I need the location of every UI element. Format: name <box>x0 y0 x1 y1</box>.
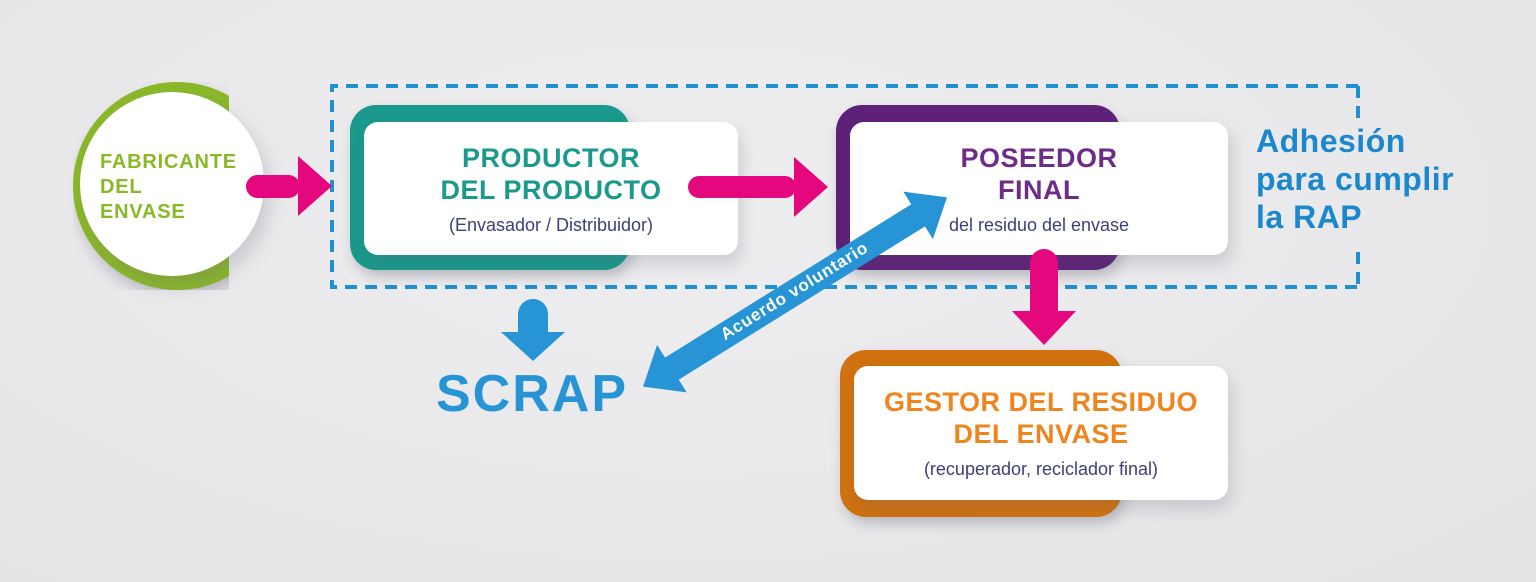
fabricante-line-3: ENVASE <box>100 201 186 223</box>
productor-subtitle: (Envasador / Distribuidor) <box>448 214 654 235</box>
gestor-card: GESTOR DEL RESIDUO DEL ENVASE (recuperad… <box>854 366 1228 500</box>
gestor-title: GESTOR DEL RESIDUO DEL ENVASE <box>884 386 1198 450</box>
arrow-fabricante-to-productor <box>246 175 300 198</box>
arrow-productor-to-poseedor-head-icon <box>794 157 828 217</box>
gestor-title-line-2: DEL ENVASE <box>953 419 1129 449</box>
arrow-productor-to-poseedor <box>688 176 796 198</box>
adhesion-line-2: para cumplir <box>1256 161 1455 197</box>
productor-title: PRODUCTOR DEL PRODUCTO <box>440 142 661 206</box>
fabricante-label: FABRICANTE DEL ENVASE <box>100 150 237 225</box>
productor-card: PRODUCTOR DEL PRODUCTO (Envasador / Dist… <box>364 122 738 255</box>
productor-title-line-1: PRODUCTOR <box>461 142 640 173</box>
fabricante-circle <box>80 92 264 276</box>
arrow-poseedor-to-gestor <box>1030 249 1058 313</box>
poseedor-title-line-2: FINAL <box>998 174 1080 205</box>
poseedor-subtitle: del residuo del envase <box>948 214 1130 235</box>
poseedor-title: POSEEDOR FINAL <box>960 142 1117 206</box>
adhesion-line-1: Adhesión <box>1256 123 1406 159</box>
arrow-fabricante-to-productor-head-icon <box>298 156 332 216</box>
adhesion-rap-label: Adhesión para cumplir la RAP <box>1256 122 1496 236</box>
arrow-poseedor-to-gestor-head-icon <box>1012 311 1076 345</box>
arrow-productor-to-scrap-head-icon <box>501 332 565 361</box>
adhesion-line-3: la RAP <box>1256 199 1363 235</box>
arrow-productor-to-scrap <box>518 299 548 334</box>
fabricante-line-1: FABRICANTE <box>100 151 237 173</box>
gestor-title-line-1: GESTOR DEL RESIDUO <box>883 387 1199 417</box>
gestor-subtitle: (recuperador, reciclador final) <box>923 459 1159 479</box>
scrap-label: SCRAP <box>436 365 629 423</box>
fabricante-line-2: DEL <box>100 176 143 198</box>
poseedor-title-line-1: POSEEDOR <box>960 142 1118 173</box>
productor-title-line-2: DEL PRODUCTO <box>440 174 662 205</box>
